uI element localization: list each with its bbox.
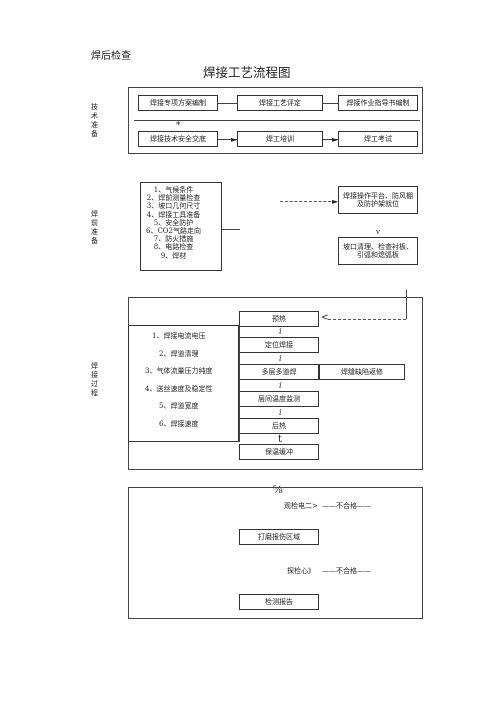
list-item: 1、气候条件 (153, 186, 194, 194)
step-multi-pass-weld: 多层多道焊 (239, 364, 319, 380)
list-item: 5、焊道宽度 (159, 402, 199, 411)
process-spine (239, 325, 240, 442)
process-parameters-list: 1、焊接电流电压 2、焊道清理 3、气体流量压力纯度 4、送丝速度及稳定性 5、… (128, 325, 239, 442)
box-welder-exam: 焊工考试 (338, 131, 418, 147)
box-work-instruction: 焊接作业指导书编制 (338, 95, 418, 111)
marker-star: * (176, 121, 181, 131)
top-label: 焊后检查 (91, 51, 131, 62)
fail-label-2: ——不合格—— (322, 567, 371, 575)
marker-v: v (376, 228, 380, 236)
list-item: 9、焊材 (160, 251, 187, 260)
connector-glyph: i (279, 327, 282, 336)
section-technical-prep (128, 87, 423, 154)
box-welding-plan: 焊接专项方案编制 (138, 95, 218, 111)
list-item: 6、CO2气路走向 (146, 227, 202, 236)
fail-label-1: ——不合格—— (322, 502, 371, 510)
connector-2-3 (323, 103, 338, 104)
connector-checklist (222, 229, 240, 230)
list-item: 4、焊接工具准备 (146, 210, 201, 219)
connector-glyph: i (279, 381, 282, 390)
box-groove-cleaning: 坡口清理、检查衬板、引弧和熄弧板 (338, 237, 418, 265)
box-safety-briefing: 焊接技术安全交底 (138, 131, 218, 147)
connector-glyph: i (279, 354, 282, 363)
box-welder-training: 焊工培训 (237, 131, 323, 147)
arrow-platform: ► (332, 197, 339, 206)
ndt-check-label: 探检心》 (287, 567, 315, 575)
divider-section1 (134, 120, 420, 121)
step-tack-weld: 定位焊接 (239, 337, 319, 353)
step-preheat: 预热 (239, 311, 319, 327)
connector-glyph: i (279, 408, 282, 417)
list-item: 8、电路检查 (153, 243, 194, 252)
box-procedure-qualification: 焊接工艺评定 (237, 95, 323, 111)
list-item: 2、焊前测量检查 (146, 194, 201, 203)
step-insulation-cooling: 保温缓冲 (239, 444, 319, 460)
step-post-heat: 后热 (239, 418, 319, 434)
list-item: 3、坡口几何尺寸 (146, 202, 201, 211)
list-item: 6、焊接速度 (159, 419, 199, 428)
section-inspection (128, 487, 423, 619)
box-grind-defect-area: 打磨报伤区域 (239, 529, 319, 545)
side-label-welding-process: 焊接过程 (91, 362, 98, 397)
page-title: 焊接工艺流程图 (203, 65, 291, 80)
list-item: 4、送丝速度及稳定性 (145, 384, 213, 393)
return-line-vertical (406, 290, 407, 319)
list-item: 5、安全防护 (153, 218, 194, 227)
list-item: 3、气体流量压力纯度 (145, 367, 213, 376)
arrow-5-6: ► (332, 135, 339, 144)
box-test-report: 检测报告 (239, 594, 319, 610)
list-item: 7、防火措施 (153, 235, 194, 244)
visual-check-label: 观检电二> (284, 502, 318, 510)
step-interpass-temp: 层间温度监测 (239, 391, 319, 407)
side-label-pre-weld: 焊前准备 (91, 210, 98, 245)
connector-4-5 (218, 139, 237, 140)
arrow-4-5: ► (231, 135, 238, 144)
list-item: 2、焊道清理 (159, 349, 199, 358)
connector-5-6 (323, 139, 338, 140)
box-defect-repair: 焊缝缺陷返修 (319, 364, 405, 380)
connector-glyph: t (278, 434, 283, 445)
pre-weld-checklist: 1、气候条件 2、焊前测量检查 3、坡口几何尺寸 4、焊接工具准备 5、安全防护… (140, 182, 222, 271)
list-item: 1、焊接电流电压 (152, 332, 206, 340)
dashed-arrow-platform (280, 201, 336, 202)
side-label-technical-prep: 技术准备 (91, 103, 98, 138)
connector-1-2 (218, 103, 237, 104)
dashed-return-line (328, 319, 406, 320)
arrow-into-preheat: < (321, 313, 329, 323)
marker-top: ⅝ (273, 485, 283, 496)
box-platform-setup: 焊接操作平台、防风棚及防护架就位 (338, 186, 418, 214)
